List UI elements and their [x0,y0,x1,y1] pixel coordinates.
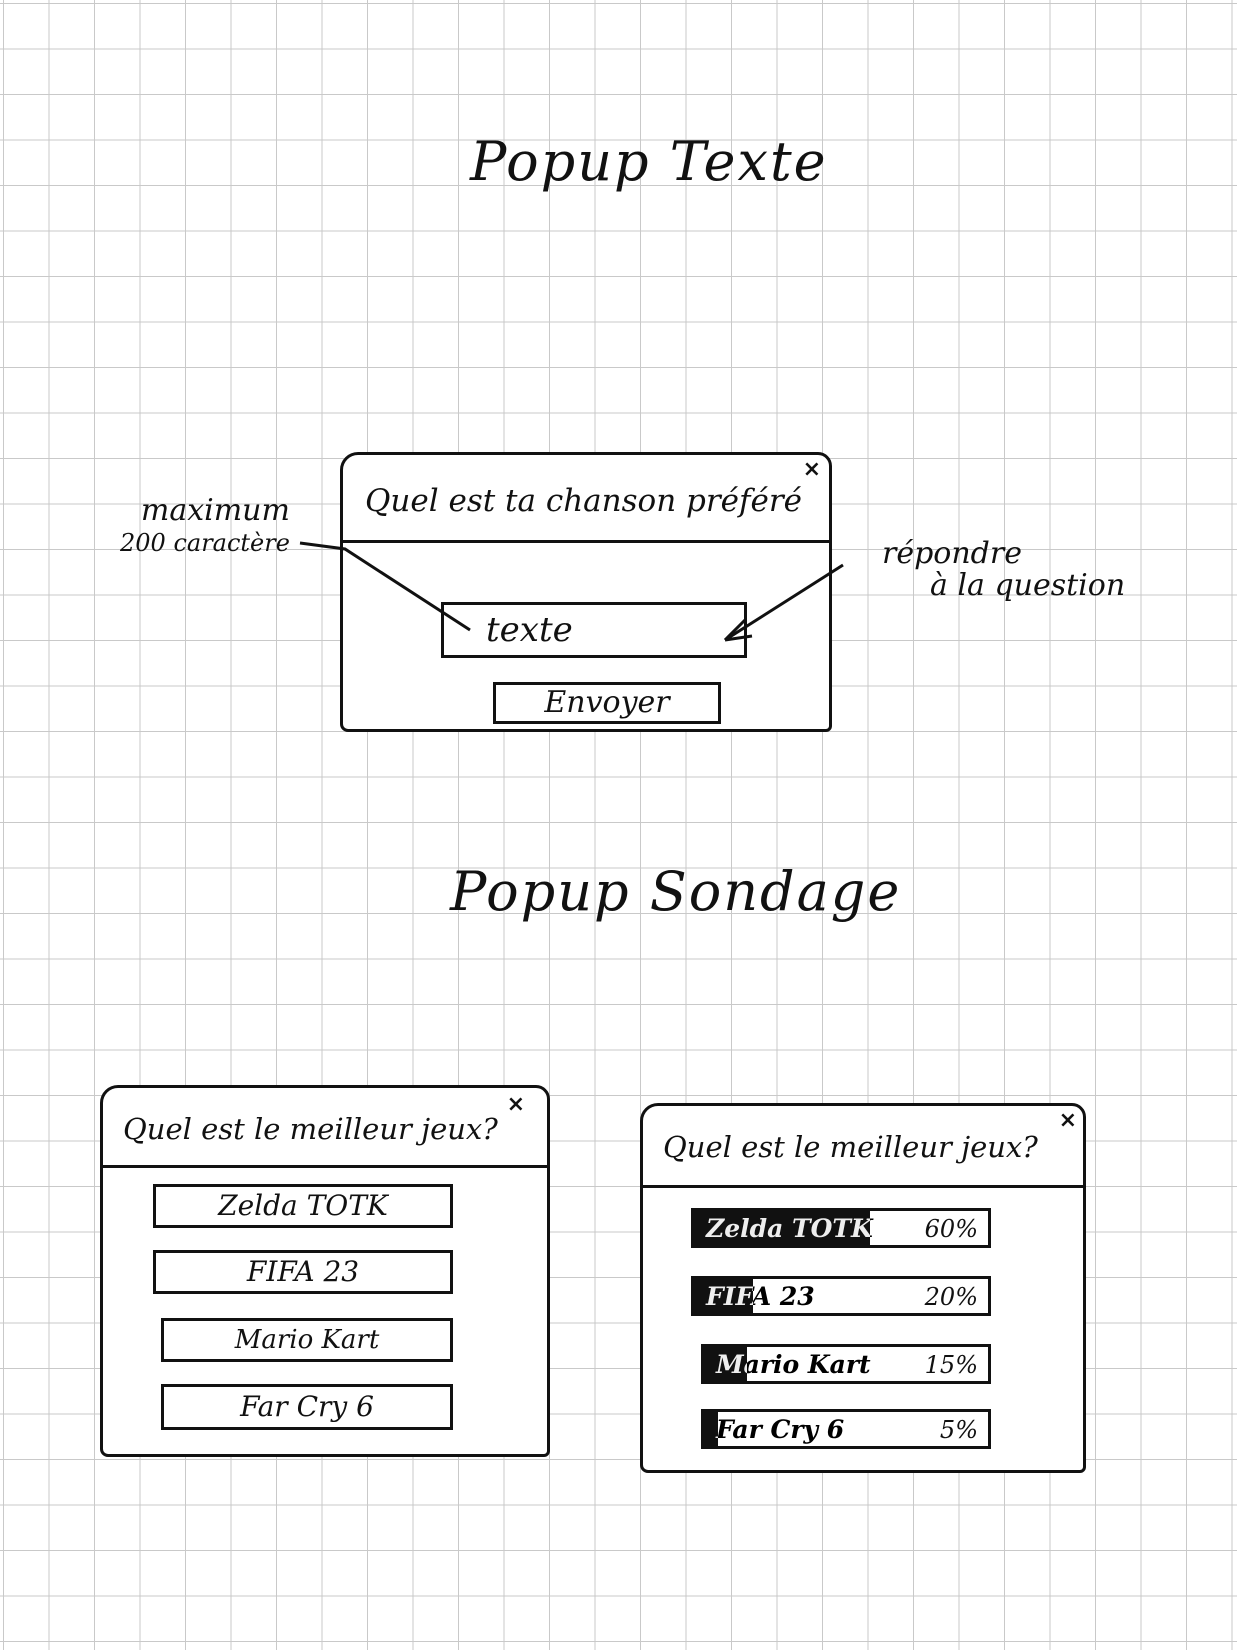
poll-results-popup: Quel est le meilleur jeux? × Zelda TOTK … [640,1103,1086,1473]
poll-option-button[interactable]: Mario Kart [161,1318,453,1362]
close-icon[interactable]: × [506,1092,525,1117]
poll-results-question-text: Quel est le meilleur jeux? [663,1130,1038,1164]
close-icon[interactable]: × [1058,1108,1077,1133]
answer-input[interactable]: texte [441,602,747,658]
poll-result-fill [694,1211,871,1245]
poll-question-title-bar: Quel est le meilleur jeux? [103,1088,547,1168]
poll-result-bar: FIFA 23 20% [691,1276,991,1316]
poll-result-percent: 15% [924,1351,978,1379]
poll-result-percent: 60% [924,1215,978,1243]
answer-annotation: répondre à la question [882,538,1125,602]
text-popup-title-bar: Quel est ta chanson préféré [343,455,829,543]
poll-result-percent: 5% [939,1416,978,1444]
text-popup: Quel est ta chanson préféré × texte Envo… [340,452,832,732]
poll-option-label: Zelda TOTK [218,1189,388,1222]
text-popup-question: Quel est ta chanson préféré [365,483,803,519]
poll-option-button[interactable]: Far Cry 6 [161,1384,453,1430]
poll-result-label: Mario Kart [716,1350,871,1379]
max-chars-line1: maximum [140,493,290,528]
text-popup-heading: Popup Texte [470,130,828,193]
poll-result-fill [704,1412,719,1446]
answer-line1: répondre [882,536,1022,571]
poll-option-label: Mario Kart [234,1325,380,1355]
poll-option-button[interactable]: FIFA 23 [153,1250,453,1294]
poll-option-label: FIFA 23 [246,1255,360,1288]
poll-result-bar: Far Cry 6 5% [701,1409,991,1449]
poll-result-label: Zelda TOTK [706,1214,873,1243]
poll-question-popup: Quel est le meilleur jeux? × Zelda TOTK … [100,1085,550,1457]
answer-input-placeholder: texte [486,610,573,650]
answer-line2: à la question [930,568,1126,603]
poll-question-text: Quel est le meilleur jeux? [123,1112,498,1146]
poll-result-bar: Mario Kart 15% [701,1344,991,1384]
poll-result-bar: Zelda TOTK 60% [691,1208,991,1248]
poll-result-label: Far Cry 6 [716,1415,845,1444]
max-chars-annotation: maximum 200 caractère [120,495,290,559]
send-button-label: Envoyer [544,685,670,720]
poll-result-percent: 20% [924,1283,978,1311]
poll-result-fill [704,1347,747,1381]
poll-popup-heading: Popup Sondage [450,860,902,923]
close-icon[interactable]: × [802,457,821,482]
send-button[interactable]: Envoyer [493,682,721,724]
poll-result-fill [694,1279,753,1313]
poll-option-label: Far Cry 6 [240,1390,374,1423]
poll-result-label: FIFA 23 [706,1282,815,1311]
poll-option-button[interactable]: Zelda TOTK [153,1184,453,1228]
max-chars-line2: 200 caractère [120,529,290,557]
poll-results-title-bar: Quel est le meilleur jeux? [643,1106,1083,1188]
